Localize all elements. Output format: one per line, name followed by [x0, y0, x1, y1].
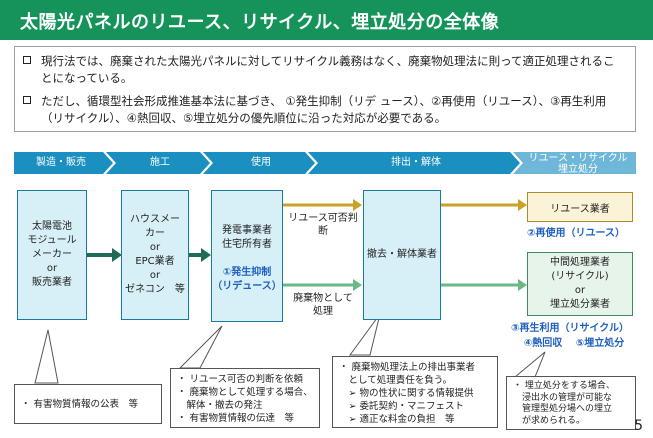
- reuse-box: リユース業者: [527, 192, 633, 222]
- reuse-priority-tag: ②再使用（リユース）: [527, 228, 625, 239]
- callout-pointer-user: [178, 325, 223, 369]
- arrow-dismantler-reuse: [518, 199, 527, 211]
- stage-chevron-3: [203, 152, 315, 174]
- stage-label-discharge: 排出・解体: [391, 157, 441, 168]
- callout-landfill: ・ 埋立処分をする場合、 浸出水の管理が可能な 管理型処分場への埋立 が求められ…: [506, 376, 636, 430]
- callout-pointer-maker: [34, 329, 59, 384]
- stage-label-reuse-landfill: リユース・リサイクル埋立処分: [528, 153, 628, 175]
- waste-label: 廃棄物として処理: [293, 293, 353, 317]
- arrow-user-dismantler-reuse: [353, 199, 362, 211]
- arrow-user-dismantler-waste: [353, 279, 362, 291]
- stage-chevron-5: [513, 152, 636, 174]
- dismantler-box: 撤去・解体業者: [363, 190, 441, 320]
- callout-pointer-dismantler: [349, 313, 381, 356]
- arrow-installer-user: [201, 248, 211, 262]
- square-bullet-icon: [23, 56, 31, 64]
- arrow-maker-installer: [112, 248, 122, 262]
- reuse-judge-label: リユース可否判断: [288, 213, 358, 237]
- intro-bullet-1: 現行法では、廃棄された太陽光パネルに対してリサイクル義務はなく、廃棄物処理法に則…: [23, 53, 623, 87]
- stage-label-install: 施工: [150, 157, 170, 168]
- title-bar: 太陽光パネルのリユース、リサイクル、埋立処分の全体像: [0, 0, 653, 40]
- square-bullet-icon: [23, 96, 31, 104]
- intro-box: 現行法では、廃棄された太陽光パネルに対してリサイクル義務はなく、廃棄物処理法に則…: [14, 46, 636, 132]
- callout-pointer-landfill: [513, 351, 546, 378]
- page-title: 太陽光パネルのリユース、リサイクル、埋立処分の全体像: [20, 12, 500, 33]
- stage-chevron-4: [308, 152, 520, 174]
- page-number: 5: [634, 418, 643, 434]
- stage-chevron-1: [14, 152, 113, 174]
- intro-bullet-2: ただし、循環型社会形成推進基本法に基づき、 ①発生抑制（リデ ュース）、②再使用…: [23, 93, 623, 127]
- landfill-tag: ⑤埋立処分: [575, 338, 625, 349]
- stage-label-use: 使用: [251, 157, 271, 168]
- callout-dismantler: ・ 廃棄物処理法上の排出事業者 として処理責任を負う。 ➢ 物の性状に関する情報…: [332, 356, 498, 428]
- user-box: 発電事業者住宅所有者 ①発生抑制（リデュース）: [211, 190, 283, 322]
- callout-maker: ・ 有害物質情報の公表 等: [14, 384, 162, 424]
- stage-label-manufacture: 製造・販売: [36, 157, 86, 168]
- heat-recovery-tag: ④熱回収: [523, 338, 563, 349]
- callout-user: ・ リユース可否の判断を依頼・ 廃棄物として処理する場合、 解体・撤去の発注・ …: [170, 368, 320, 428]
- arrow-dismantler-recycle: [518, 279, 527, 291]
- stage-chevron-2: [106, 152, 210, 174]
- recycle-priority-tag: ③再生利用（リサイクル）: [511, 323, 629, 334]
